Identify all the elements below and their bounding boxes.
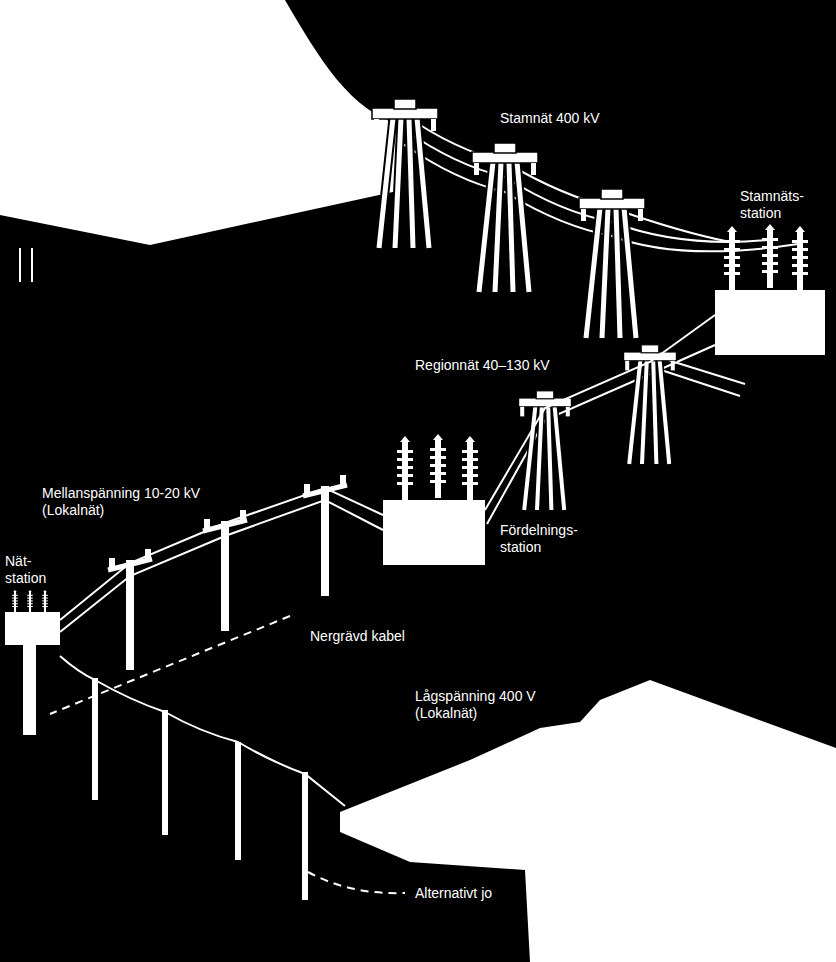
illustration-part	[235, 742, 241, 860]
illustration-part	[302, 772, 308, 900]
station-label: Nät- station	[5, 553, 46, 587]
illustration-part	[162, 710, 168, 835]
station-label: Stamnäts- station	[740, 188, 804, 222]
illustration-part	[203, 510, 247, 631]
station-insulator	[397, 434, 478, 500]
substation-insulator	[12, 590, 48, 612]
illustration-part	[762, 224, 778, 288]
illustration-part	[372, 99, 438, 248]
illustration-part	[579, 189, 645, 338]
illustration-part	[31, 248, 33, 282]
station-box: Stamnäts- station	[715, 290, 825, 355]
low-voltage-pole	[92, 678, 308, 900]
illustration-part	[12, 590, 18, 612]
illustration-part	[19, 248, 21, 282]
station-box: Fördelnings- station	[383, 500, 485, 565]
network-label: Alternativt jo	[415, 885, 520, 902]
separator-mark	[20, 248, 32, 282]
illustration-part	[472, 143, 538, 292]
medium-voltage-wires	[60, 500, 383, 632]
transmission-tower	[372, 99, 645, 338]
line-label: Regionnät 40–130 kV	[415, 357, 615, 374]
power-line	[485, 315, 715, 510]
alternative-cable	[308, 872, 405, 893]
station-insulator	[724, 224, 808, 290]
illustration-part	[42, 590, 48, 612]
station-label: Fördelnings- station	[500, 522, 578, 556]
station-box: Nät- station	[5, 612, 60, 645]
network-label: Nergrävd kabel	[310, 628, 470, 645]
illustration-part	[397, 436, 413, 500]
illustration-part	[60, 500, 383, 632]
house	[340, 680, 836, 962]
network-label: Lågspänning 400 V (Lokalnät)	[415, 688, 565, 722]
illustration-part	[92, 678, 98, 800]
illustration-part	[462, 436, 478, 500]
network-label: Stamnät 400 kV	[500, 110, 660, 127]
illustration-part	[108, 549, 152, 670]
illustration-part	[27, 590, 33, 612]
illustration-part	[724, 226, 740, 290]
buried-cable	[50, 616, 290, 714]
illustration-part	[655, 368, 740, 396]
line-label: Mellanspänning 10-20 kV (Lokalnät)	[42, 485, 232, 519]
illustration-part	[430, 434, 446, 498]
power-line	[60, 488, 383, 620]
substation-pole	[23, 645, 36, 735]
illustration-part	[792, 226, 808, 290]
